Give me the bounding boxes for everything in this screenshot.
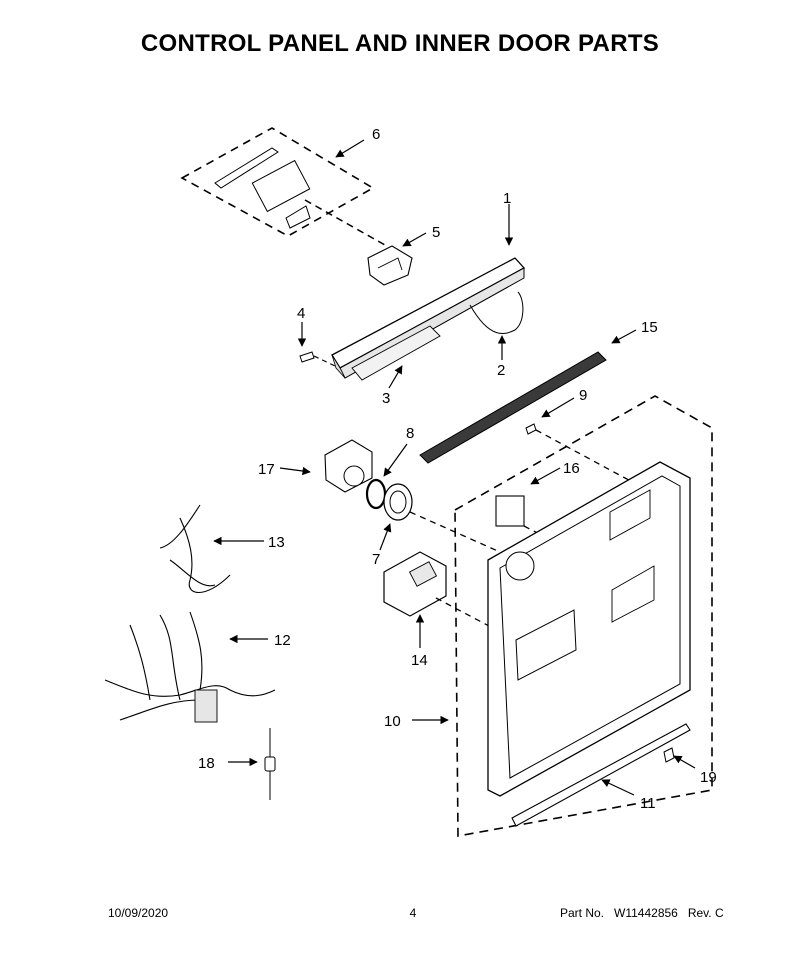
callout-17: 17 [258,461,275,478]
part-19-screw [663,747,675,763]
footer-part-info: Part No. W11442856 Rev. C [560,906,734,920]
leader-arrows [213,139,696,796]
part-17-vent [324,439,373,493]
callout-9: 9 [579,387,587,404]
part-1-control-panel [331,257,526,381]
part-12-wire-harness [104,611,276,723]
callout-19: 19 [700,769,717,786]
callout-5: 5 [432,224,440,241]
callout-16: 16 [563,460,580,477]
callout-10: 10 [384,713,401,730]
callout-1: 1 [503,190,511,207]
callout-15: 15 [641,319,658,336]
part-6-user-interface-assembly [180,127,386,246]
footer-revision: Rev. C [687,906,724,920]
callout-18: 18 [198,755,215,772]
callout-11: 11 [640,795,656,812]
part-4-screw [299,351,336,367]
part-11-bottom-strip [511,723,691,827]
part-15-strip [419,351,607,464]
part-18-fuse [264,728,276,800]
callout-7: 7 [372,551,380,568]
footer-page-number: 4 [409,906,417,920]
callout-13: 13 [268,534,285,551]
callout-6: 6 [372,126,380,143]
part-5-bracket [367,245,413,286]
callout-2: 2 [497,362,505,379]
callout-8: 8 [406,425,414,442]
part-7-fan-cover [383,483,501,553]
part-10-inner-door [454,395,713,837]
part-8-seal [365,478,387,510]
footer-part-label: Part No. [560,906,605,920]
callout-14: 14 [411,652,428,669]
callout-4: 4 [297,305,305,322]
footer-part-number: W11442856 [614,906,678,920]
part-13-wire-harness [159,504,231,593]
callout-12: 12 [274,632,291,649]
callout-3: 3 [382,390,390,407]
page-title: CONTROL PANEL AND INNER DOOR PARTS [140,30,660,57]
footer-date: 10/09/2020 [108,906,169,920]
